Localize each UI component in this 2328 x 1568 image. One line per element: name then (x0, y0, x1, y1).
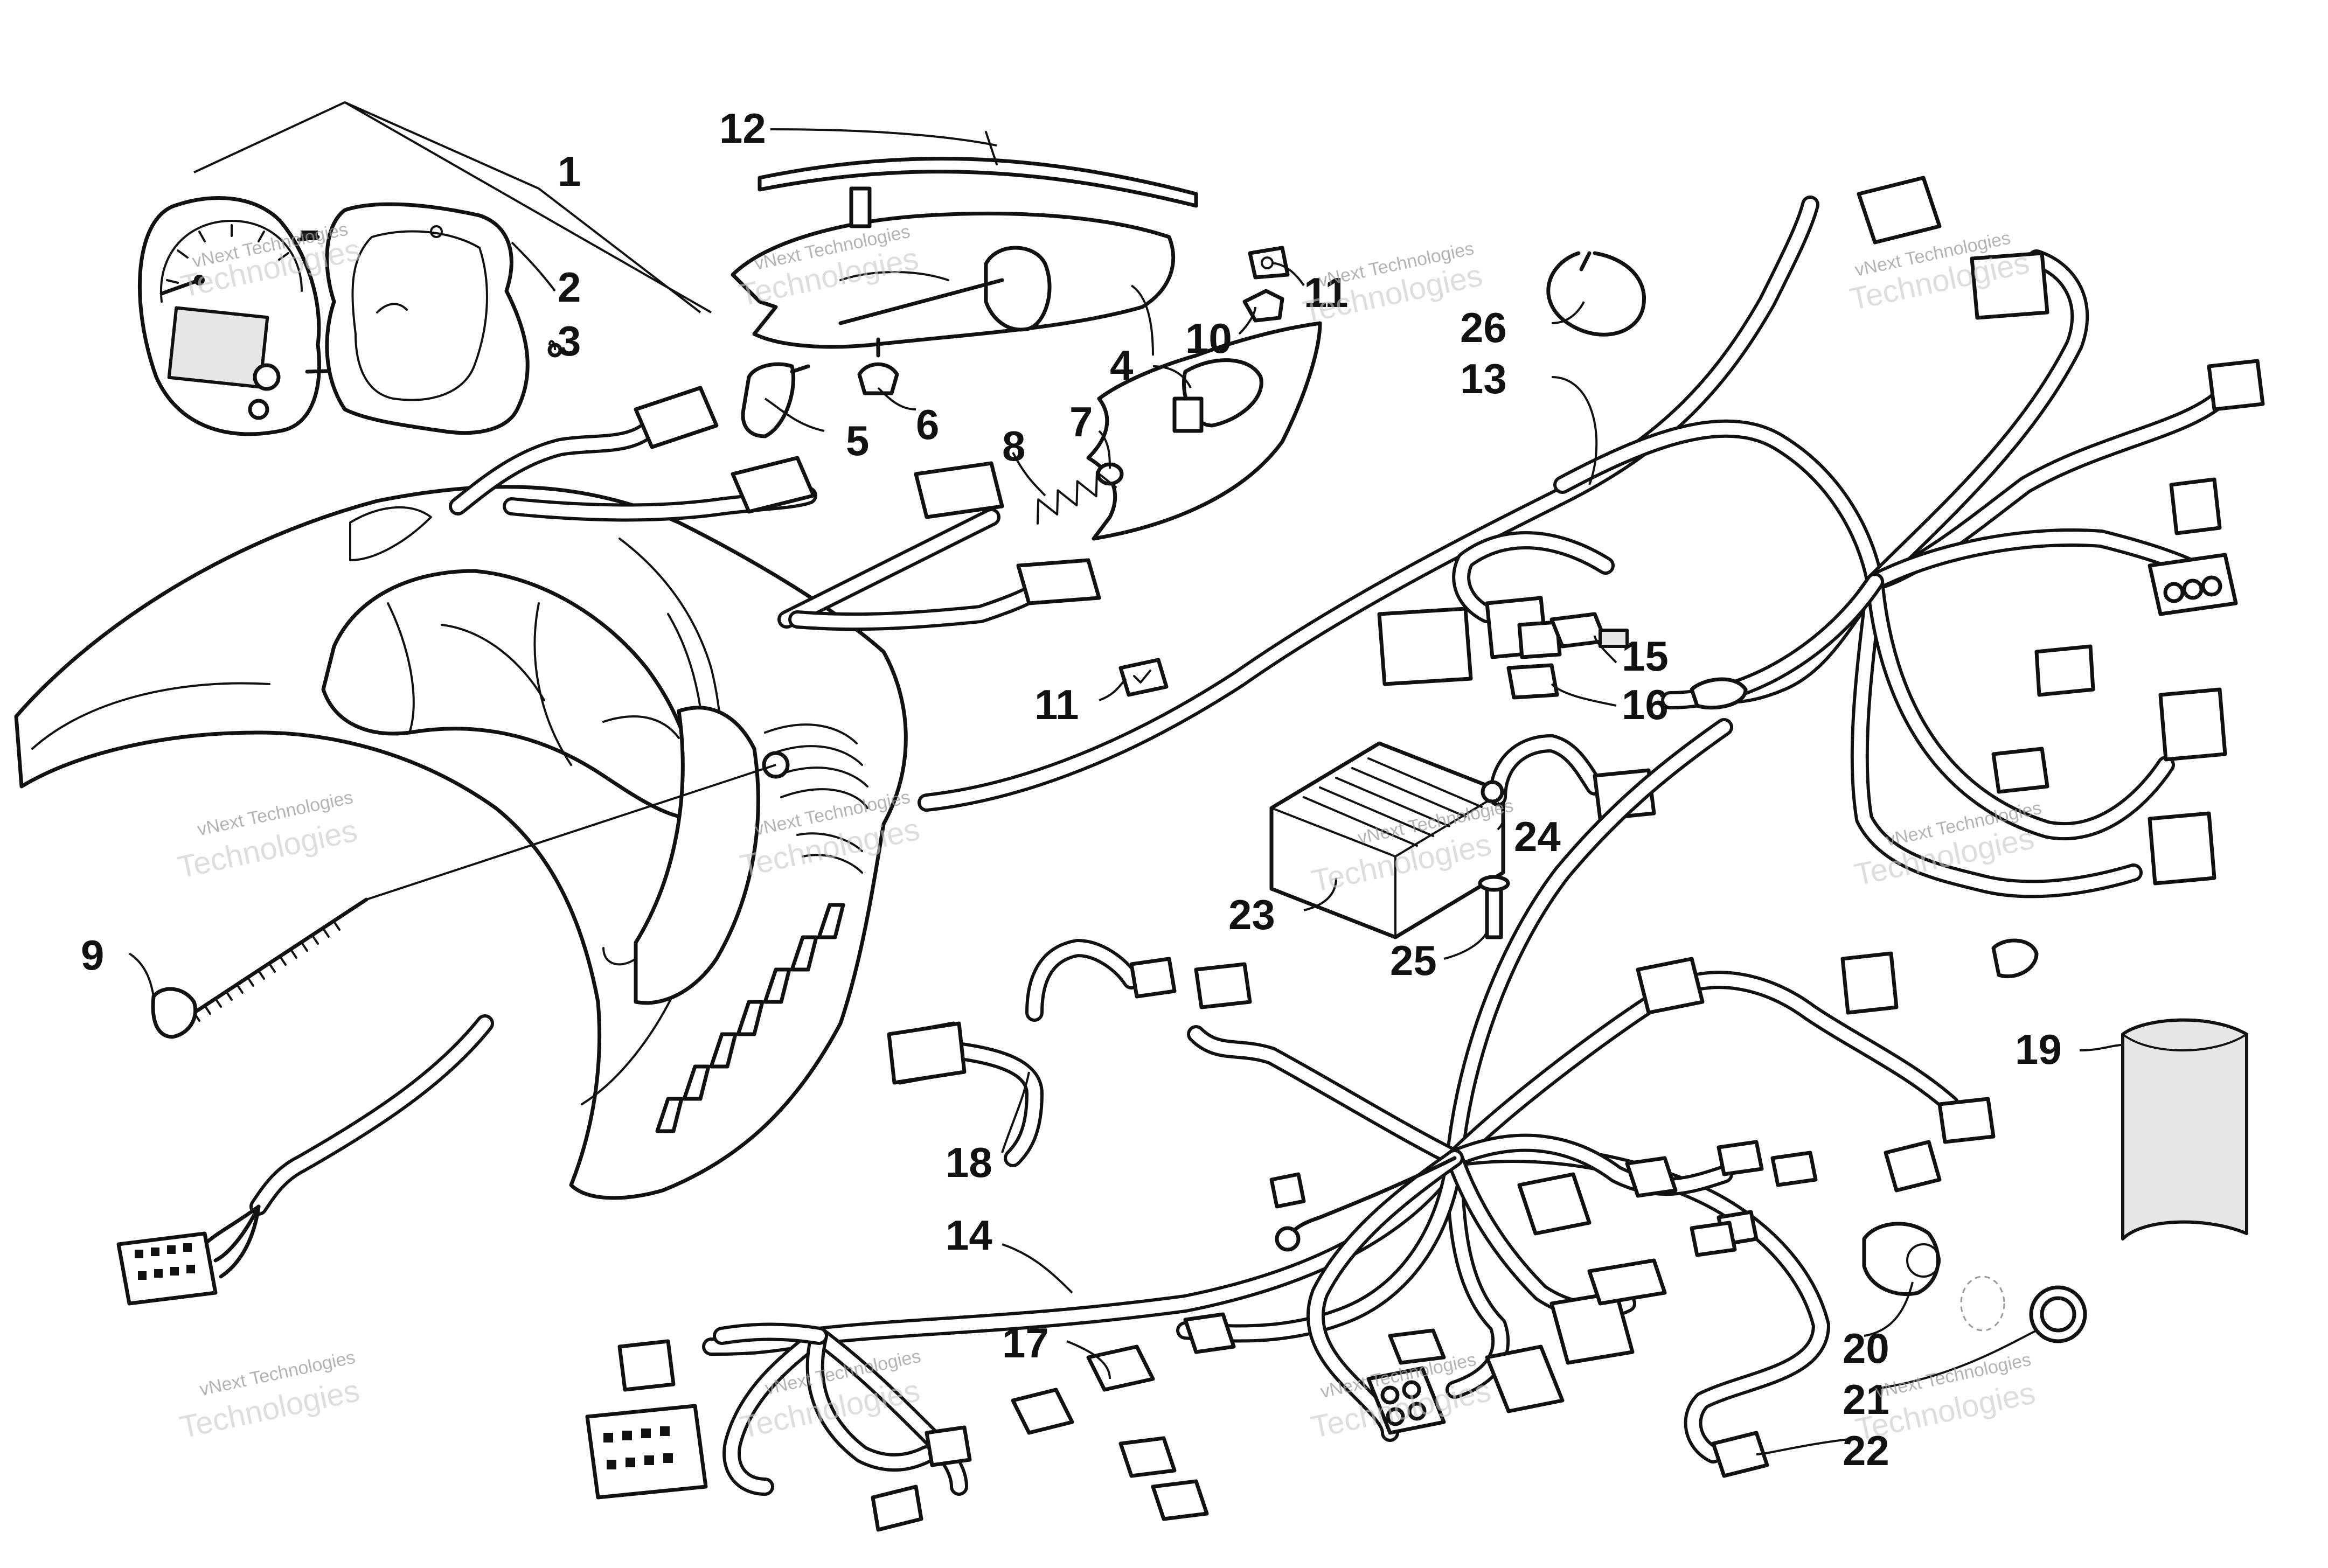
fuse-15 (1549, 612, 1629, 649)
trim-strip (758, 131, 1198, 208)
clip-11-upper (1248, 246, 1290, 280)
callout-26: 26 (1460, 304, 1507, 351)
callout-22: 22 (1843, 1427, 1889, 1474)
gauge-bezel (325, 202, 530, 435)
nut-21 (1960, 1276, 2087, 1343)
callout-11-upper: 11 (1304, 269, 1348, 316)
callout-11-lower: 11 (1034, 681, 1079, 728)
callout-16: 16 (1622, 681, 1669, 728)
harness-connectors-upper (1377, 176, 2265, 979)
callout-8: 8 (1002, 422, 1025, 470)
connector-18 (887, 1021, 967, 1085)
sleeve-19 (2121, 1018, 2248, 1241)
main-harness-13 (918, 196, 2229, 898)
callout-6: 6 (916, 401, 939, 448)
callout-4: 4 (1110, 342, 1133, 389)
screw-24 (1481, 780, 1504, 804)
callout-15: 15 (1622, 632, 1669, 680)
callout-14: 14 (946, 1211, 992, 1259)
callout-12: 12 (719, 104, 766, 152)
clip-11-lower (1118, 658, 1169, 697)
bolt-25 (1478, 875, 1510, 939)
bulb-6 (857, 337, 899, 395)
adjuster-bolt-9 (151, 764, 776, 1039)
callout-7: 7 (1069, 398, 1093, 445)
callout-20: 20 (1843, 1325, 1889, 1372)
callout-21: 21 (1843, 1376, 1889, 1423)
headlight-housing-upper (731, 186, 1176, 349)
fuse-cap-16 (1506, 663, 1559, 700)
gauge-pigtail (449, 386, 1101, 631)
callout-5: 5 (846, 417, 869, 464)
spring-8 (1036, 471, 1117, 525)
left-harness-lead (116, 1014, 494, 1306)
harness-connectors-lower (585, 939, 1996, 1532)
voltage-regulator-23 (1269, 734, 1656, 939)
clip-10 (1242, 289, 1284, 323)
callout-10: 10 (1185, 315, 1232, 362)
callout-1: 1 (558, 148, 581, 195)
callout-19: 19 (2015, 1026, 2062, 1073)
switch-20 (1862, 1222, 1941, 1297)
callout-24: 24 (1514, 813, 1561, 860)
callout-labels: 1 2 3 12 5 6 8 7 4 10 11 11 26 13 15 16 … (81, 104, 2062, 1474)
callout-17: 17 (1002, 1319, 1049, 1367)
headlight-housing-lower (1086, 321, 1322, 541)
callout-9: 9 (81, 931, 104, 979)
leader-lines (128, 101, 2123, 1455)
bulb-socket-5 (741, 362, 810, 438)
callout-18: 18 (946, 1139, 992, 1186)
callout-2: 2 (558, 263, 581, 311)
clamp-ring-26 (1546, 251, 1646, 337)
lower-harness-14 (702, 718, 1959, 1496)
callout-25: 25 (1390, 937, 1437, 984)
callout-23: 23 (1228, 891, 1275, 938)
callout-3: 3 (558, 317, 581, 365)
callout-13: 13 (1460, 355, 1507, 402)
